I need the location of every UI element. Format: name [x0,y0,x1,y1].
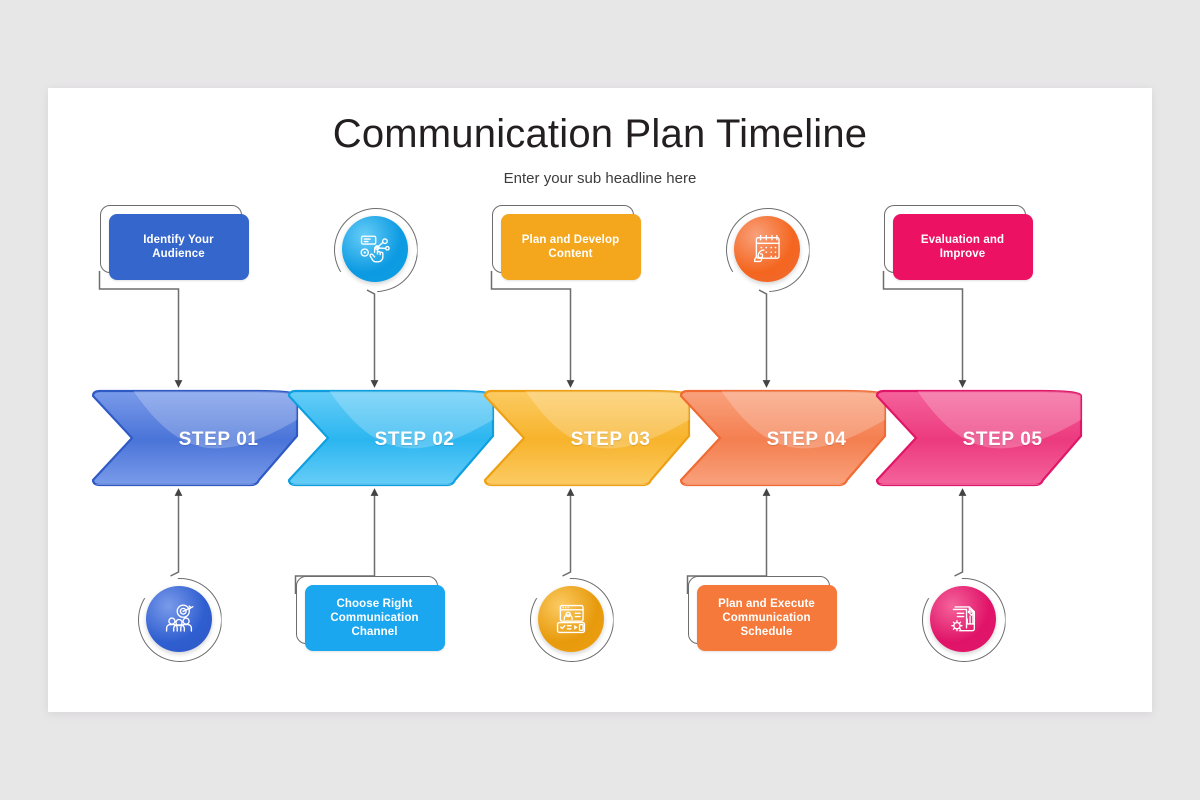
step-chevron-5[interactable]: STEP 05 [875,389,1083,487]
top-icon-badge-2[interactable] [341,216,408,282]
step-chevron-2[interactable]: STEP 02 [287,389,495,487]
circle-outline-ring [529,578,614,662]
report-gear-icon [946,602,980,636]
channel-select-icon [358,232,392,266]
bottom-icon-badge-5[interactable] [929,586,996,652]
bottom-icon-badge-1[interactable] [145,586,212,652]
calendar-phone-icon [750,232,784,266]
bottom-icon-badge-3[interactable] [537,586,604,652]
target-audience-icon [162,602,196,636]
circle-outline-ring [921,578,1006,662]
step-chevron-3[interactable]: STEP 03 [483,389,691,487]
step-chevron-4[interactable]: STEP 04 [679,389,887,487]
slide-surface: Communication Plan Timeline Enter your s… [48,88,1152,712]
circle-outline-ring [137,578,222,662]
page-title: Communication Plan Timeline [332,112,868,156]
page-subtitle: Enter your sub headline here [503,170,697,187]
content-window-icon [554,602,588,636]
top-icon-badge-4[interactable] [733,216,800,282]
step-chevron-1[interactable]: STEP 01 [91,389,299,487]
step-chevron-row: STEP 01 STEP 02 [48,389,1152,490]
connector-lines [98,271,967,594]
